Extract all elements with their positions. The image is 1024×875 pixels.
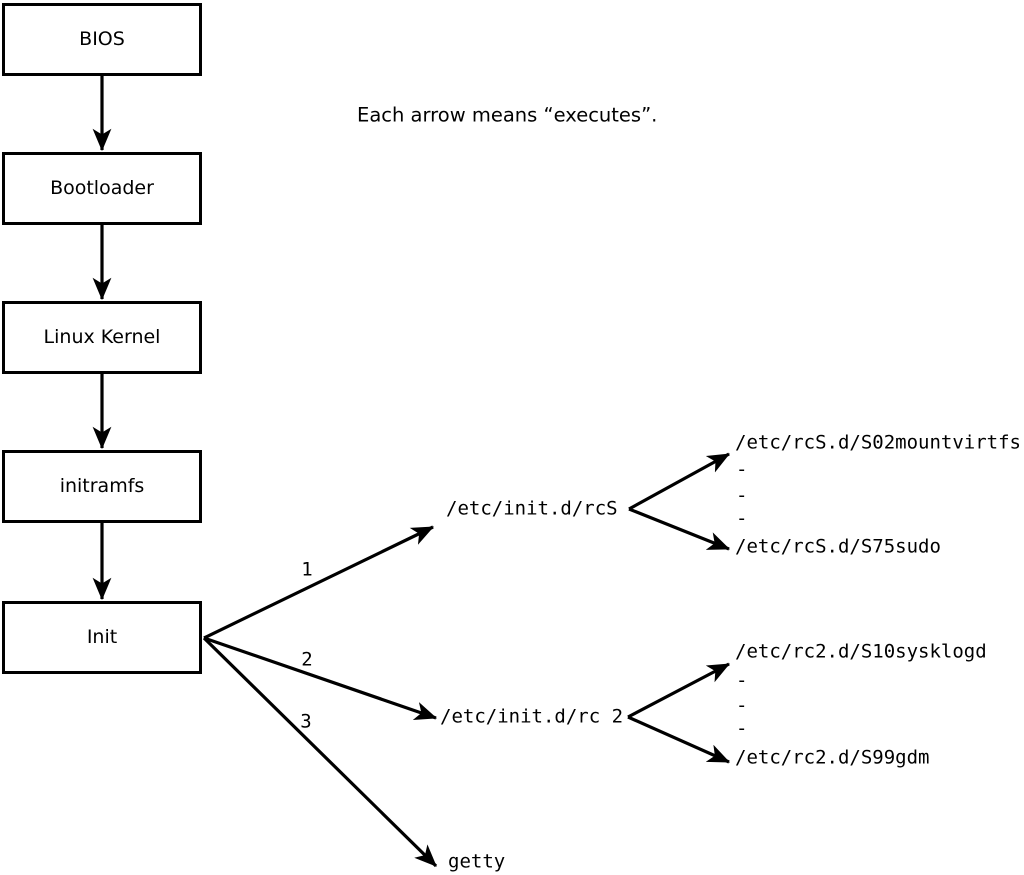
ellipsis-dash: - xyxy=(736,694,748,717)
label-getty: getty xyxy=(448,850,506,873)
box-bios-label: BIOS xyxy=(79,28,125,50)
box-bios: BIOS xyxy=(2,3,202,76)
box-linux-kernel-label: Linux Kernel xyxy=(43,326,161,348)
box-initramfs-label: initramfs xyxy=(59,475,145,497)
label-rcS-first-script: /etc/rcS.d/S02mountvirtfs xyxy=(735,431,1021,454)
ellipsis-dash: - xyxy=(736,507,748,530)
box-bootloader: Bootloader xyxy=(2,152,202,225)
label-rc2-last-script: /etc/rc2.d/S99gdm xyxy=(735,746,930,769)
ellipsis-dash: - xyxy=(736,458,748,481)
label-rc2-script: /etc/init.d/rc 2 xyxy=(440,705,624,728)
arrow-init-to-rcS xyxy=(203,525,435,640)
label-rcS-script: /etc/init.d/rcS xyxy=(446,497,618,520)
arrow-rcS-to-first-script xyxy=(628,452,730,511)
ellipsis-dash: - xyxy=(736,669,748,692)
box-linux-kernel: Linux Kernel xyxy=(2,301,202,374)
note-arrow-meaning: Each arrow means “executes”. xyxy=(357,103,658,127)
arrow-init-to-getty xyxy=(202,636,438,868)
arrow-rc2-to-last-script xyxy=(627,715,731,764)
edge-number-1: 1 xyxy=(301,558,313,581)
box-init-label: Init xyxy=(86,626,118,648)
arrow-rc2-to-first-script xyxy=(627,662,730,719)
box-bootloader-label: Bootloader xyxy=(50,177,154,199)
label-rc2-first-script: /etc/rc2.d/S10sysklogd xyxy=(735,640,987,663)
box-initramfs: initramfs xyxy=(2,450,202,523)
ellipsis-dash: - xyxy=(736,717,748,740)
edge-number-2: 2 xyxy=(301,648,313,671)
edge-number-3: 3 xyxy=(300,710,312,733)
ellipsis-dash: - xyxy=(736,484,748,507)
box-init: Init xyxy=(2,601,202,674)
arrow-init-to-rc2 xyxy=(203,636,438,720)
label-rcS-last-script: /etc/rcS.d/S75sudo xyxy=(735,535,941,558)
arrow-rcS-to-last-script xyxy=(628,507,731,551)
